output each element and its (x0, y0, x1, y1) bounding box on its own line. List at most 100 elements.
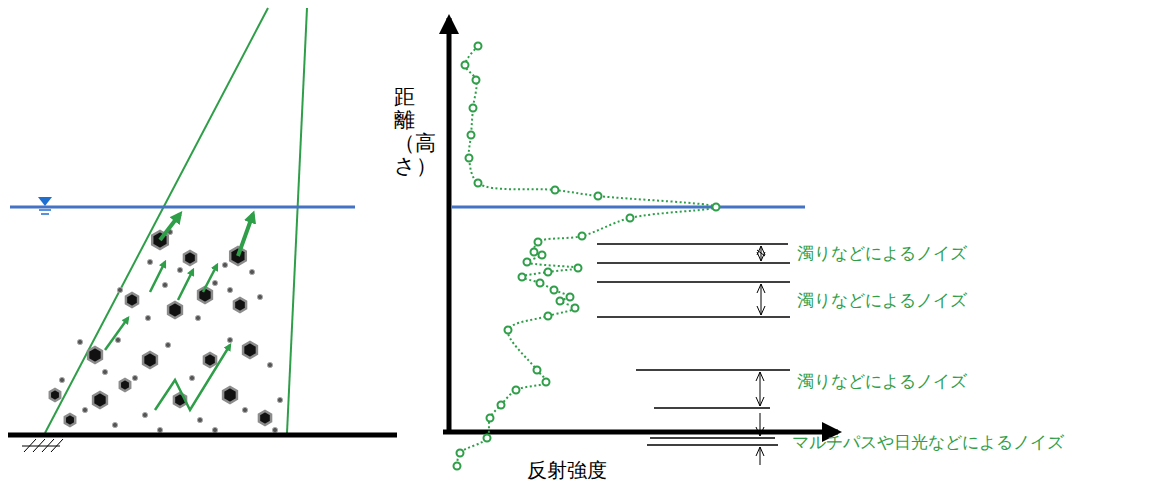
sensor-beam (45, 8, 307, 433)
data-point (498, 402, 505, 409)
data-point (468, 132, 475, 139)
data-point (466, 155, 473, 162)
particle (88, 347, 102, 363)
fine-particle (197, 417, 202, 422)
particle (168, 302, 182, 318)
fine-particle (142, 412, 147, 417)
fine-particle (162, 282, 167, 287)
data-point (543, 379, 550, 386)
axis-label: 反射強度 (527, 457, 607, 484)
particle (223, 387, 237, 403)
particle (126, 293, 138, 307)
water-surface (10, 206, 355, 209)
fine-particle (242, 407, 247, 412)
data-point (713, 204, 720, 211)
particle (93, 392, 107, 408)
reflection-arrow (150, 262, 165, 292)
particle (143, 352, 157, 368)
fine-particle (212, 280, 217, 285)
data-point (545, 269, 552, 276)
data-point (484, 435, 491, 442)
noise-label: 濁りなどによるノイズ (797, 370, 967, 393)
data-point (475, 43, 482, 50)
noise-label: 濁りなどによるノイズ (797, 242, 967, 265)
data-point (531, 249, 538, 256)
particle (120, 379, 130, 391)
data-point (595, 193, 602, 200)
data-point (551, 287, 558, 294)
data-point (552, 187, 559, 194)
particle (65, 414, 75, 426)
particle (243, 342, 257, 358)
data-point (534, 367, 541, 374)
particle (184, 251, 196, 265)
data-point (627, 215, 634, 222)
fine-particle (82, 407, 87, 412)
fine-particle (227, 337, 232, 342)
data-point (519, 274, 526, 281)
fine-particle (157, 427, 162, 432)
noise-label: 濁りなどによるノイズ (797, 289, 967, 312)
data-point (579, 233, 586, 240)
fine-particle (227, 287, 232, 292)
reflection-arrows (105, 214, 253, 410)
ground-hatching (22, 439, 63, 452)
ground (8, 433, 397, 438)
particle (50, 389, 60, 401)
fine-particle (277, 397, 282, 402)
water-level-symbol (38, 197, 52, 214)
data-point (557, 298, 564, 305)
data-point (487, 415, 494, 422)
data-point (475, 180, 482, 187)
x-axis (443, 430, 838, 435)
fine-particle (249, 269, 254, 274)
axis-label: 距離（高さ） (394, 86, 415, 178)
fine-particle (222, 262, 227, 267)
fine-particle (132, 375, 137, 380)
data-point (473, 77, 480, 84)
dimension-arrows (757, 246, 765, 465)
data-point (539, 252, 546, 259)
fine-particle (267, 362, 272, 367)
fine-particle (59, 377, 64, 382)
reflection-arrow (238, 214, 253, 256)
data-point (575, 265, 582, 272)
data-point (454, 463, 461, 470)
hatch-stroke (22, 446, 60, 447)
data-point (572, 305, 579, 312)
fine-particle (257, 294, 262, 299)
data-point (535, 239, 542, 246)
fine-particle (177, 267, 182, 272)
reflection-arrow (203, 265, 217, 292)
fine-particle (165, 342, 170, 347)
reflection-profile (454, 43, 720, 470)
data-point (567, 294, 574, 301)
data-point (513, 387, 520, 394)
noise-bounds (597, 244, 790, 445)
data-point (524, 259, 531, 266)
reflection-arrow (105, 318, 128, 350)
data-point (470, 105, 477, 112)
profile-line (457, 46, 716, 466)
fine-particle (117, 287, 122, 292)
particle (259, 411, 271, 425)
reflection-arrow (155, 345, 230, 410)
fine-particle (145, 315, 150, 320)
fine-particle (195, 315, 200, 320)
fine-particle (272, 427, 277, 432)
data-point (457, 450, 464, 457)
fine-particle (77, 339, 82, 344)
fine-particle (212, 427, 217, 432)
reflection-arrow (178, 270, 193, 300)
fine-particle (147, 259, 152, 264)
fine-particle (115, 337, 120, 342)
y-axis (447, 18, 452, 434)
particle (204, 353, 216, 367)
noise-label: マルチパスや日光などによるノイズ (792, 431, 1064, 454)
data-point (537, 280, 544, 287)
data-point (545, 313, 552, 320)
fine-particle (102, 369, 107, 374)
data-point (462, 62, 469, 69)
